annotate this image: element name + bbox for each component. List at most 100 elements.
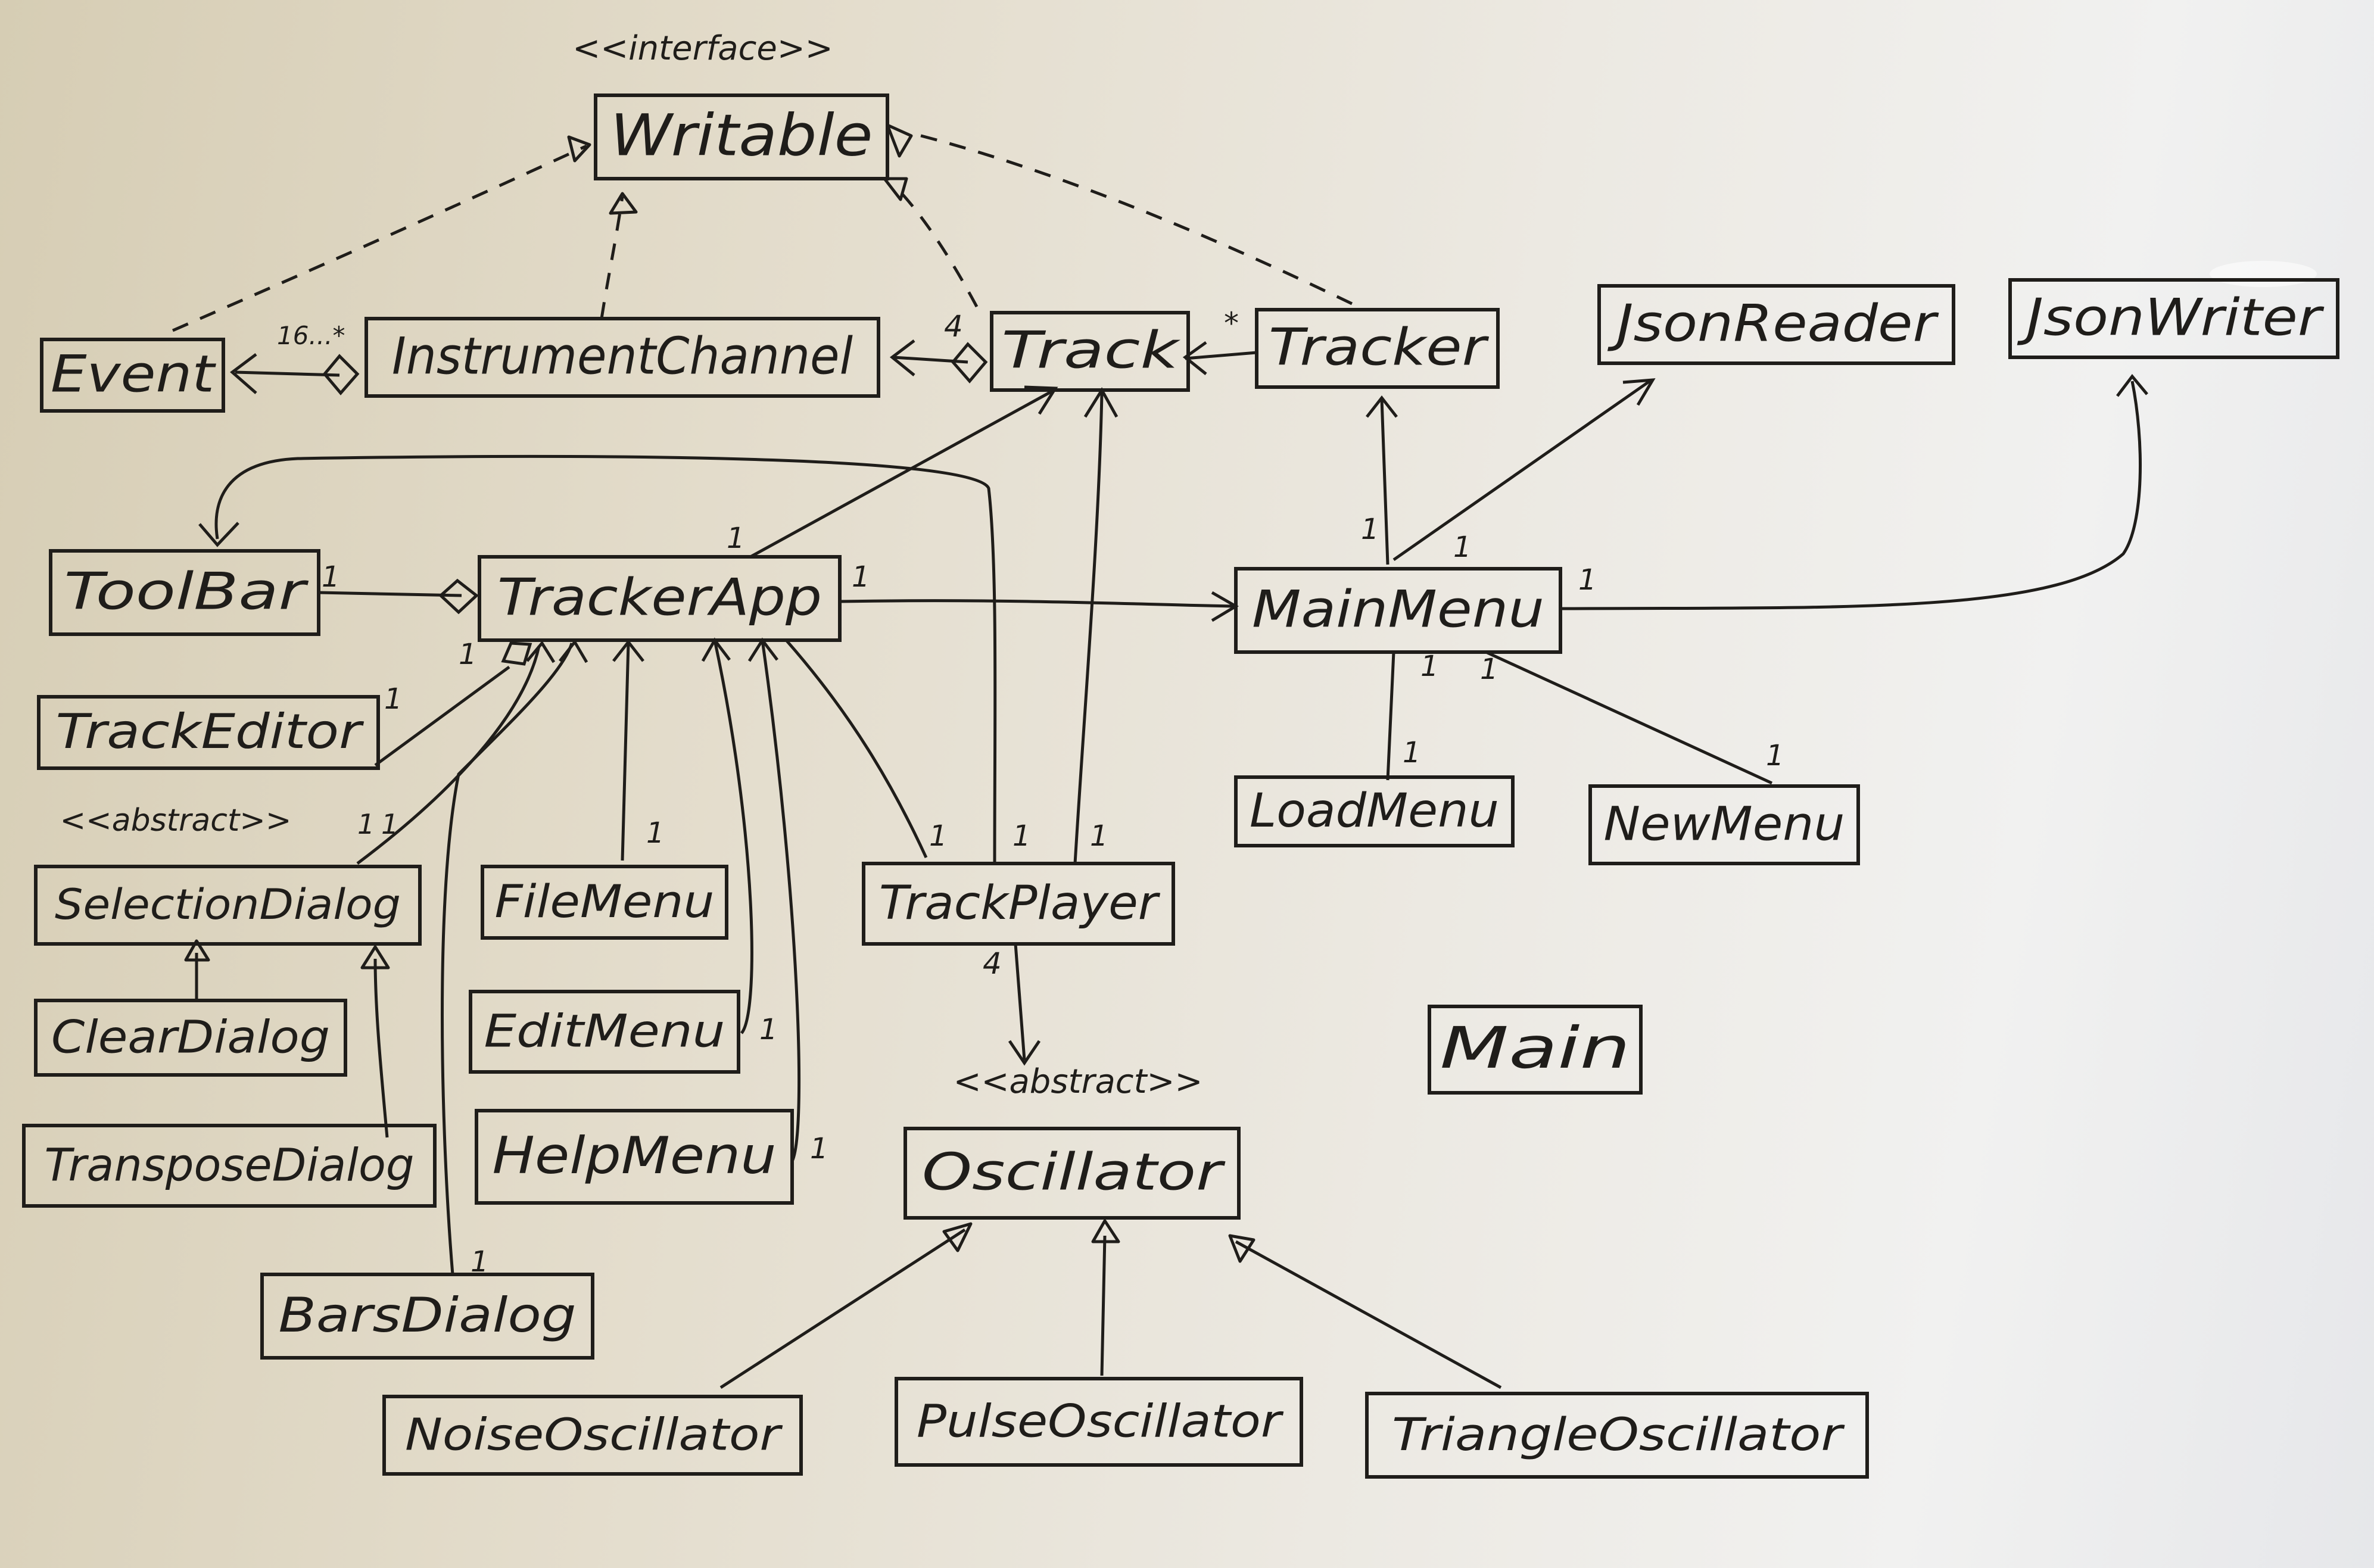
class-name: JsonReader — [1607, 294, 1939, 353]
class-name: NewMenu — [1604, 797, 1845, 851]
class-pulseoscillator: PulseOscillator — [895, 1377, 1303, 1467]
class-name: HelpMenu — [493, 1126, 777, 1186]
class-box-border — [990, 311, 1190, 392]
class-box-border — [594, 93, 889, 180]
class-trackeditor: TrackEditor — [37, 695, 380, 770]
class-name: PulseOscillator — [917, 1394, 1284, 1447]
class-box-border — [2008, 278, 2339, 359]
triangle-head-selectiondialog-right — [360, 945, 390, 970]
class-name: Track — [1002, 320, 1181, 380]
arrow-head-tracker — [1366, 395, 1398, 418]
multiplicity-label: 1 — [929, 819, 948, 853]
assoc-filemenu-trackerapp — [621, 643, 630, 861]
class-box-border — [260, 1273, 594, 1360]
class-box-border — [37, 695, 380, 770]
arrow-head-oscillator — [1008, 1040, 1041, 1066]
class-event: Event — [40, 338, 225, 413]
class-box-border — [22, 1124, 437, 1208]
class-filemenu: FileMenu — [481, 865, 728, 940]
class-name: Oscillator — [922, 1142, 1226, 1202]
generalization-transposedialog-selectiondialog — [373, 958, 389, 1138]
assoc-barsdialog-trackerapp — [441, 643, 574, 1275]
class-box-border — [34, 999, 347, 1077]
triangle-head-writable-right-lower — [883, 177, 908, 201]
assoc-mainmenu-loadmenu — [1386, 651, 1395, 781]
class-triangleoscillator: TriangleOscillator — [1365, 1392, 1869, 1479]
triangle-head-writable-right — [886, 123, 913, 158]
class-box-border — [364, 317, 880, 398]
stereotypes: <<interface>><<abstract>><<abstract>> — [60, 29, 1203, 1101]
class-name: FileMenu — [495, 875, 715, 928]
class-box-border — [1597, 284, 1955, 365]
realization-tracker-writable — [914, 132, 1353, 306]
assoc-mainmenu-tracker — [1380, 398, 1389, 565]
class-name: ClearDialog — [51, 1010, 330, 1063]
stereotype-selectiondialog: <<abstract>> — [60, 803, 292, 838]
multiplicity-label: 1 — [322, 560, 340, 594]
multiplicity-label: 1 — [381, 808, 398, 840]
diamond-instrumentchannel — [322, 354, 360, 395]
multiplicity-label: 1 — [384, 682, 403, 716]
multiplicity-label: 1 — [357, 808, 375, 840]
class-box-border — [481, 865, 728, 940]
multiplicity-label: * — [1224, 306, 1239, 341]
class-toolbar: ToolBar — [49, 549, 320, 636]
class-box-border — [40, 338, 225, 413]
multiplicity-label: 1 — [646, 816, 665, 850]
class-box-border — [478, 555, 842, 642]
class-newmenu: NewMenu — [1588, 784, 1860, 865]
arrow-head-track-from-tracker — [1182, 341, 1207, 375]
class-box-border — [34, 865, 422, 946]
class-selectiondialog: SelectionDialog — [34, 865, 422, 946]
multiplicity-label: 1 — [1453, 531, 1472, 564]
class-name: EditMenu — [484, 1004, 725, 1057]
assoc-mainmenu-jsonwriter — [1560, 381, 2142, 610]
multiplicity-label: 1 — [1012, 819, 1031, 853]
class-box-border — [382, 1395, 803, 1476]
assoc-trackeditor-trackerapp — [374, 665, 510, 767]
class-name: TrackPlayer — [879, 877, 1161, 930]
assoc-trackerapp-track — [749, 388, 1055, 559]
class-jsonwriter: JsonWriter — [2008, 278, 2339, 359]
arrow-head-jsonwriter — [2116, 373, 2148, 397]
arrow-head-instrumentchannel — [889, 339, 915, 376]
class-name: LoadMenu — [1250, 784, 1499, 838]
class-transposedialog: TransposeDialog — [22, 1124, 437, 1208]
realization-instrumentchannel-writable — [600, 196, 624, 319]
stereotype-writable: <<interface>> — [572, 29, 833, 68]
class-name: MainMenu — [1252, 579, 1544, 639]
assoc-trackerapp-mainmenu — [839, 599, 1236, 608]
multiplicity-label: 1 — [471, 1245, 489, 1279]
multiplicity-label: 1 — [1403, 736, 1421, 769]
glare-highlight — [2210, 261, 2317, 287]
generalization-triangleoscillator-oscillator — [1235, 1240, 1502, 1389]
multiplicity-label: 1 — [1578, 563, 1597, 597]
assoc-trackplayer-toolbar — [214, 455, 997, 864]
arrow-head-toolbar — [198, 522, 239, 547]
class-name: InstrumentChannel — [392, 326, 853, 386]
class-name: Tracker — [1269, 317, 1489, 377]
multiplicity-label: 4 — [983, 946, 1002, 981]
class-helpmenu: HelpMenu — [475, 1109, 794, 1205]
arrow-head-event — [230, 353, 257, 394]
realization-track-writable — [892, 183, 979, 308]
triangle-head-oscillator-middle — [1091, 1219, 1120, 1243]
class-name: TriangleOscillator — [1392, 1408, 1845, 1461]
class-instrumentchannel: InstrumentChannel — [364, 317, 880, 398]
class-name: Writable — [610, 102, 873, 169]
class-box-border — [862, 862, 1175, 946]
assoc-trackplayer-trackerapp — [785, 639, 928, 859]
class-name: BarsDialog — [279, 1288, 577, 1343]
class-track: Track — [990, 311, 1190, 392]
class-cleardialog: ClearDialog — [34, 999, 347, 1077]
arrow-head-jsonreader — [1622, 378, 1656, 406]
generalization-noiseoscillator-oscillator — [719, 1228, 966, 1389]
class-name: Event — [51, 344, 217, 404]
diamond-track — [951, 342, 988, 384]
assoc-tracker-track — [1185, 351, 1257, 360]
class-trackerapp: TrackerApp — [478, 555, 842, 642]
class-jsonreader: JsonReader — [1597, 284, 1955, 365]
class-box-border — [1428, 1005, 1643, 1095]
